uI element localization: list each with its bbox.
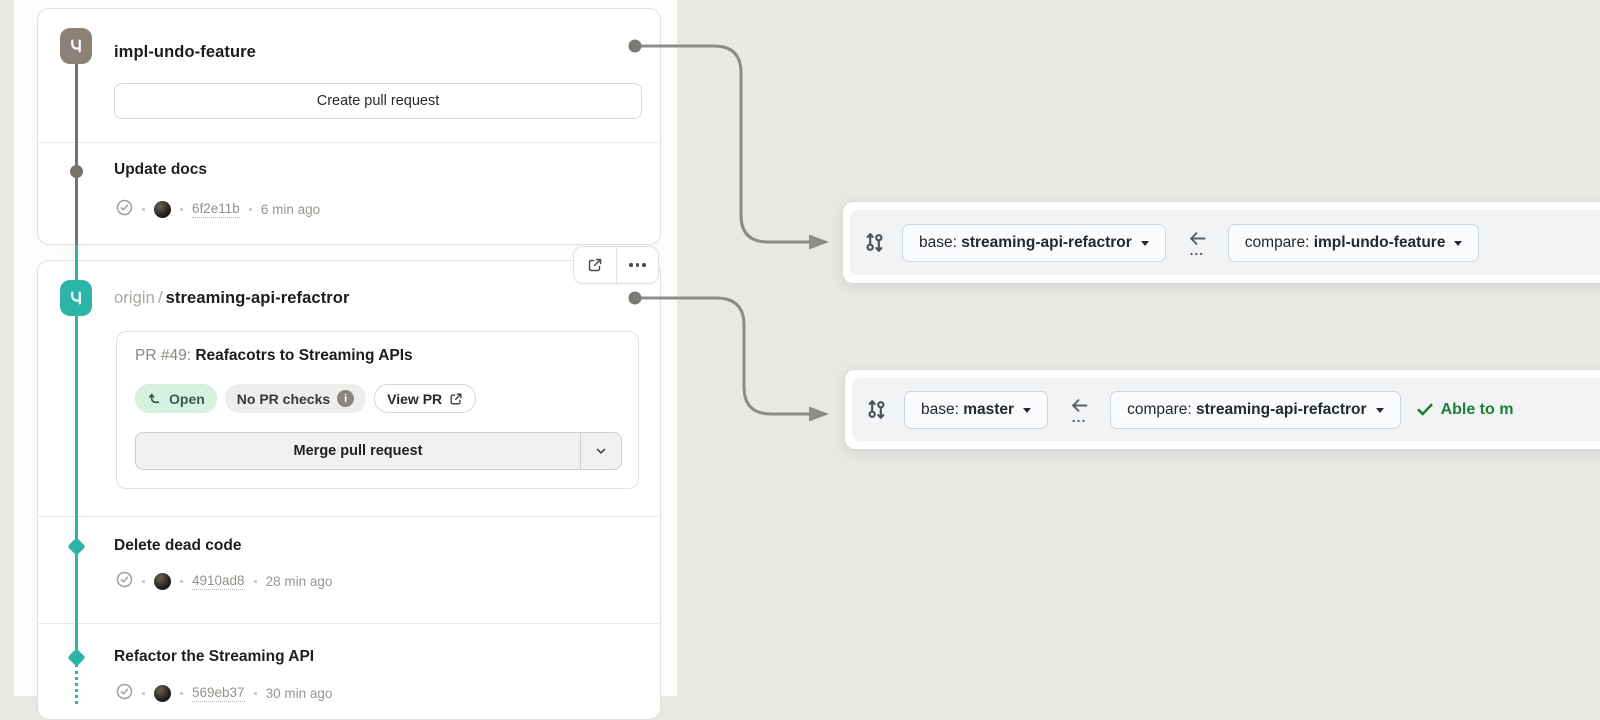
merge-ability-status: Able to m xyxy=(1417,401,1513,419)
commit-hash-link[interactable]: 4910ad8 xyxy=(192,572,245,590)
commit-hash-link[interactable]: 6f2e11b xyxy=(192,200,240,218)
commit-title[interactable]: Refactor the Streaming API xyxy=(114,648,315,665)
separator-dot xyxy=(142,579,145,583)
commit-meta-row: 6f2e11b 6 min ago xyxy=(116,199,320,219)
commit-time: 30 min ago xyxy=(265,685,333,701)
separator-dot xyxy=(253,691,257,695)
left-arrow-icon xyxy=(1072,399,1088,412)
commit-check-icon xyxy=(116,683,133,703)
base-branch-selector[interactable]: base: master xyxy=(904,390,1049,429)
merge-options-dropdown[interactable] xyxy=(580,433,621,469)
commit-hash-link[interactable]: 569eb37 xyxy=(192,684,245,702)
git-compare-icon xyxy=(866,233,883,252)
compare-branch-selector[interactable]: compare: impl-undo-feature xyxy=(1227,223,1480,262)
separator-dot xyxy=(142,691,145,695)
range-dots-toggle[interactable]: ... xyxy=(1189,242,1205,258)
branch-name-row[interactable]: origin/streaming-api-refactror xyxy=(114,289,350,308)
git-compare-icon xyxy=(868,400,885,419)
pr-open-icon xyxy=(148,393,160,404)
chevron-down-icon xyxy=(596,448,606,454)
arrowhead-icon xyxy=(809,234,829,250)
commit-meta-row: 4910ad8 28 min ago xyxy=(116,571,332,591)
commit-time: 6 min ago xyxy=(260,201,321,217)
branch-card-streaming-api-refactror: origin/streaming-api-refactror PR #49: R… xyxy=(37,260,661,720)
range-direction: ... xyxy=(1182,231,1212,258)
branch-line-remote xyxy=(74,245,78,664)
separator-dot xyxy=(142,207,145,211)
avatar[interactable] xyxy=(154,200,171,218)
commit-check-icon xyxy=(116,571,133,591)
branch-name: streaming-api-refactror xyxy=(165,289,350,307)
divider xyxy=(38,623,660,624)
separator-dot xyxy=(180,579,183,583)
range-direction: ... xyxy=(1064,398,1094,425)
remote-prefix: origin xyxy=(114,289,155,307)
left-arrow-icon xyxy=(1189,232,1206,245)
avatar[interactable] xyxy=(154,684,171,702)
commit-time: 28 min ago xyxy=(265,573,333,589)
ellipsis-icon xyxy=(629,263,646,267)
pr-status-badge: Open xyxy=(135,384,217,413)
separator-dot xyxy=(253,579,257,583)
separator-dot xyxy=(248,207,252,211)
create-pull-request-button[interactable]: Create pull request xyxy=(114,83,642,119)
separator-dot xyxy=(180,691,183,695)
branch-icon-badge xyxy=(60,28,92,64)
caret-down-icon xyxy=(1140,240,1149,246)
pr-badge-row: Open No PR checks i View PR xyxy=(135,384,477,413)
commit-title[interactable]: Delete dead code xyxy=(114,537,242,554)
base-branch-selector[interactable]: base: streaming-api-refactror xyxy=(902,223,1166,262)
github-compare-bar: base: master ... compare: streaming-api-… xyxy=(845,370,1600,449)
caret-down-icon xyxy=(1023,407,1032,413)
pr-title-row: PR #49: Reafacotrs to Streaming APIs xyxy=(135,347,413,365)
commit-meta-row: 569eb37 30 min ago xyxy=(116,683,332,703)
pull-request-box: PR #49: Reafacotrs to Streaming APIs Ope… xyxy=(116,331,639,489)
merge-pull-request-button[interactable]: Merge pull request xyxy=(135,432,622,470)
view-pr-button[interactable]: View PR xyxy=(374,384,477,413)
more-options-button[interactable] xyxy=(615,247,659,283)
open-in-browser-button[interactable] xyxy=(574,247,616,283)
pr-title: Reafacotrs to Streaming APIs xyxy=(195,347,413,364)
remote-slash: / xyxy=(157,289,163,307)
external-link-icon xyxy=(588,258,601,272)
branch-line-local xyxy=(74,64,78,245)
branch-line-remote-dotted xyxy=(74,664,78,704)
info-icon[interactable]: i xyxy=(337,390,355,407)
branch-card-impl-undo-feature: impl-undo-feature Create pull request Up… xyxy=(37,8,661,245)
divider xyxy=(38,142,660,143)
branch-icon xyxy=(71,291,81,305)
commit-check-icon xyxy=(116,199,133,219)
github-compare-bar: base: streaming-api-refactror ... compar… xyxy=(843,202,1600,283)
avatar[interactable] xyxy=(154,572,171,590)
divider xyxy=(38,516,660,517)
arrowhead-icon xyxy=(809,406,829,422)
check-icon xyxy=(1417,403,1433,416)
caret-down-icon xyxy=(1454,240,1463,246)
commit-dot-marker xyxy=(69,164,83,178)
external-link-icon xyxy=(450,393,462,404)
commit-title[interactable]: Update docs xyxy=(114,161,208,178)
branch-name[interactable]: impl-undo-feature xyxy=(114,43,256,61)
range-dots-toggle[interactable]: ... xyxy=(1071,409,1087,425)
caret-down-icon xyxy=(1375,407,1384,413)
pr-checks-badge: No PR checks i xyxy=(224,384,367,413)
compare-branch-selector[interactable]: compare: streaming-api-refactror xyxy=(1110,390,1401,429)
branch-icon xyxy=(71,39,81,53)
pr-number-label: PR #49: xyxy=(135,347,192,364)
branch-card-toolbar xyxy=(573,246,659,284)
branch-icon-badge xyxy=(60,280,92,316)
separator-dot xyxy=(180,207,183,211)
